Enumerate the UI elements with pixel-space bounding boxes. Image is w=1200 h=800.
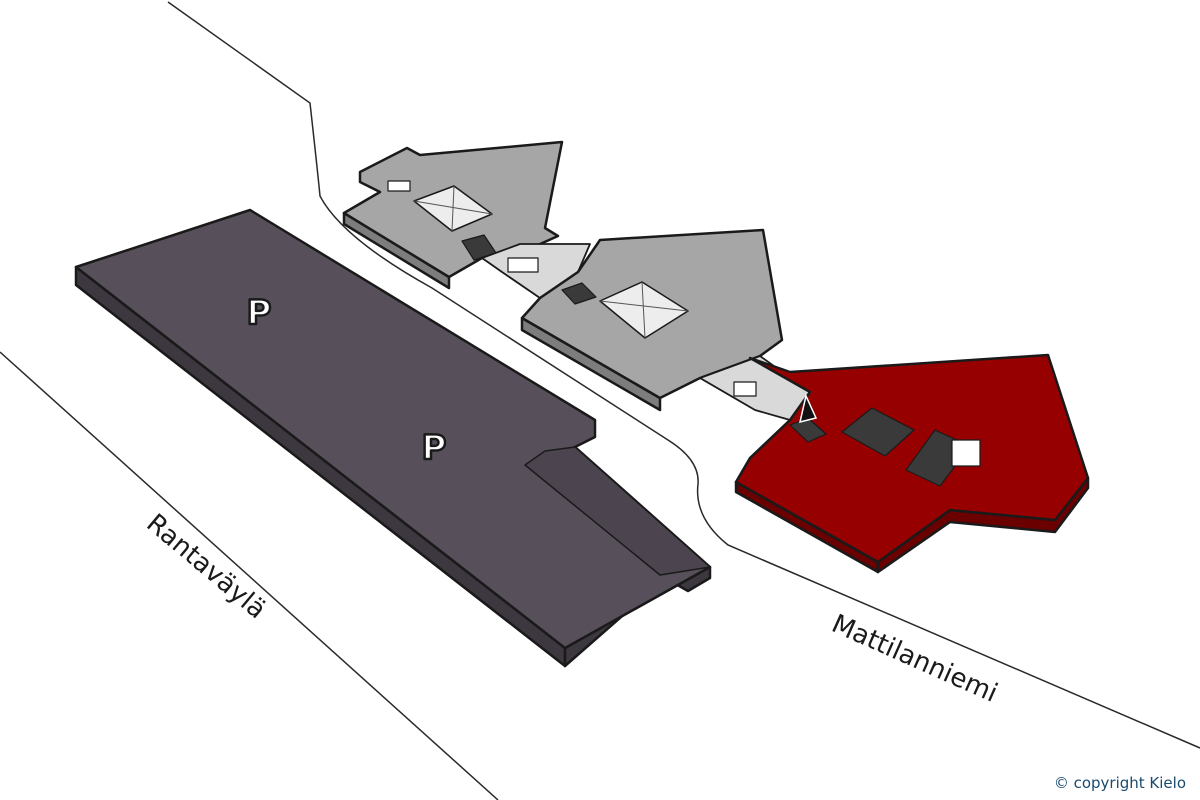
road-line-rantavayla <box>0 351 499 800</box>
skylight-icon-cross <box>599 281 689 339</box>
building-gray-1 <box>342 140 564 290</box>
copyright-notice: © copyright Kielo <box>1053 774 1186 792</box>
corridor-connector <box>481 243 591 299</box>
parking-lower-step <box>524 446 711 576</box>
parking-top-face <box>74 208 712 650</box>
building-highlight-top <box>734 353 1090 564</box>
parking-area: P P <box>74 208 712 668</box>
road-line-mattilanniemi-upper <box>167 1 1200 749</box>
stairs-icon <box>951 439 981 467</box>
stairs-icon <box>387 180 411 192</box>
stairs-icon <box>733 381 757 397</box>
entrance-arrow-icon <box>798 393 818 424</box>
building-gray-2-dark-room <box>561 282 597 305</box>
skylight-icon-cross <box>413 185 493 232</box>
building-highlight <box>734 353 1090 574</box>
building-gray-2 <box>520 228 784 412</box>
building-highlight-dark-room-1 <box>841 407 915 457</box>
street-label-mattilanniemi: Mattilanniemi <box>827 609 1002 709</box>
parking-label-1: P <box>247 293 272 333</box>
stairs-icon <box>507 257 539 273</box>
street-label-rantavayla: Rantaväylä <box>141 508 272 625</box>
parking-label-2: P <box>422 428 447 468</box>
